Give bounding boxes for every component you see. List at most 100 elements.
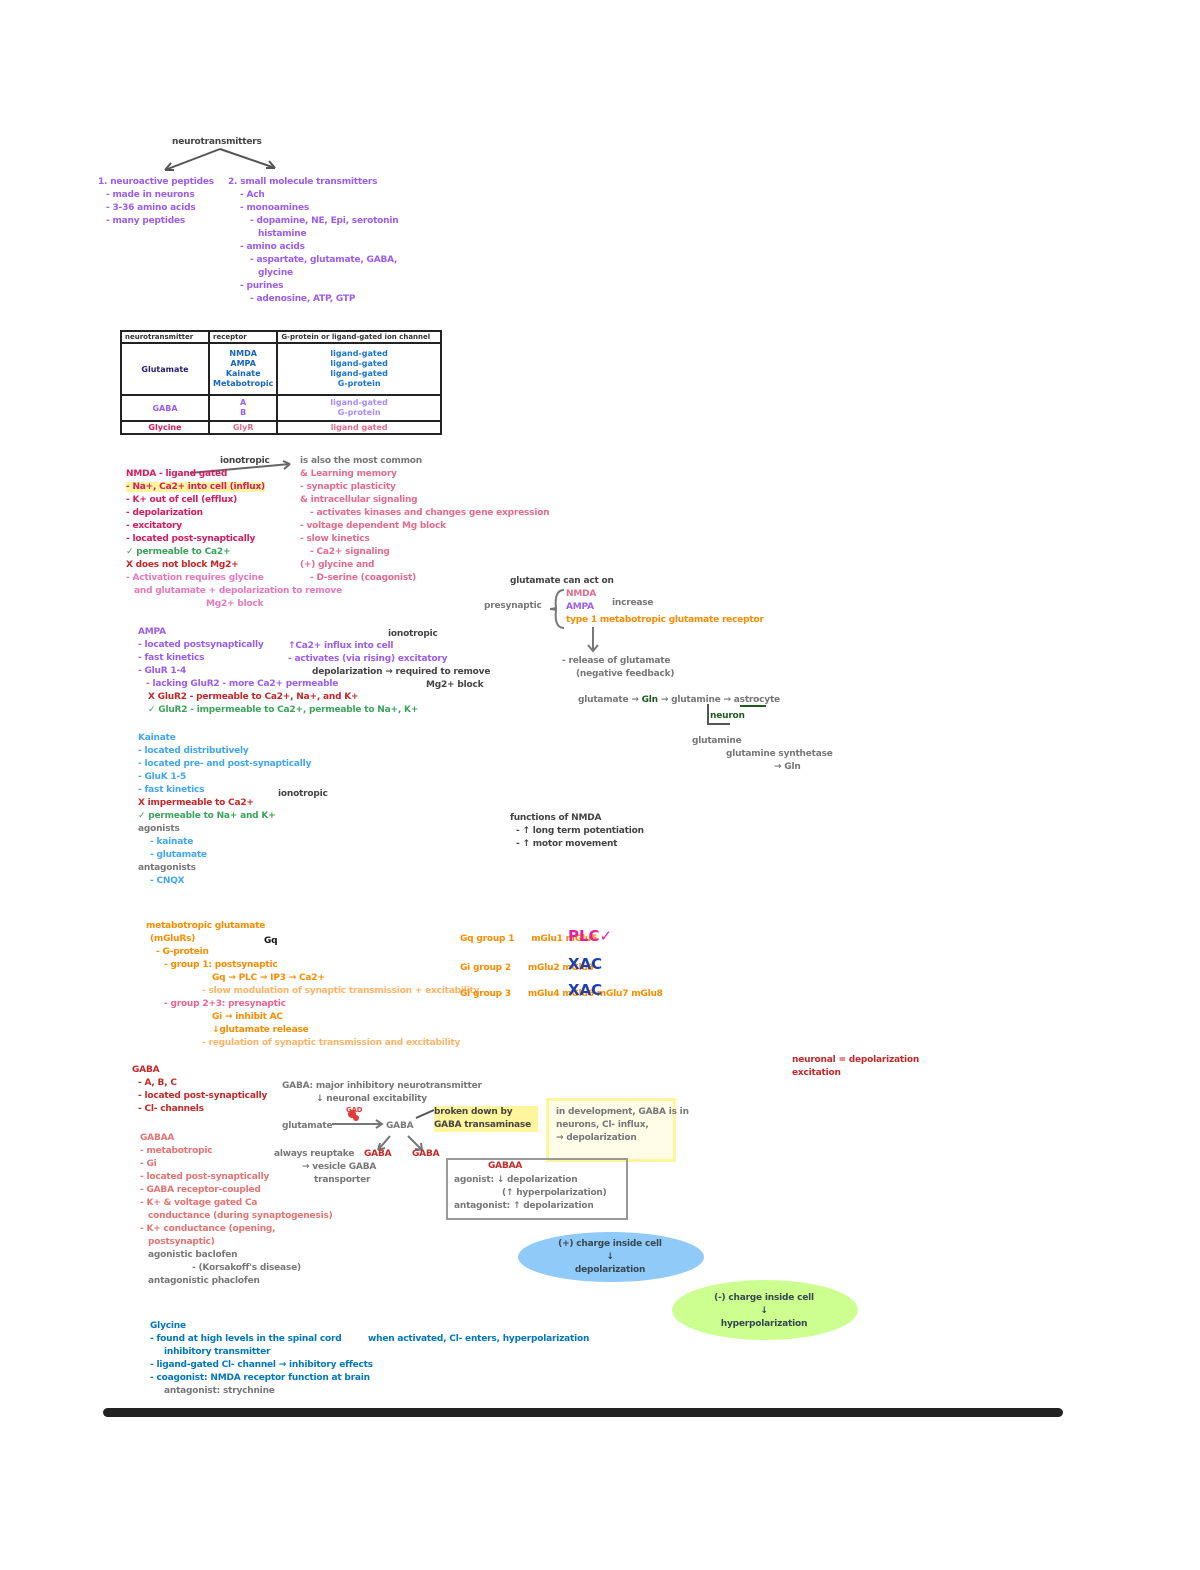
- gaba-line: - Cl- channels: [138, 1104, 204, 1114]
- kainate-line: agonists: [138, 824, 180, 834]
- cycle-arrow: →: [631, 695, 642, 705]
- ampa-line: AMPA: [138, 627, 166, 637]
- glut-act-item: NMDA: [566, 589, 597, 599]
- group-desc: mGlu1 mGlu5: [531, 934, 598, 944]
- nmda-arrow-note: is also the most common: [300, 456, 422, 466]
- kainate-line: - located distributively: [138, 746, 249, 756]
- ampa-right-line: ↑Ca2+ influx into cell: [288, 641, 394, 651]
- function-line: - ↑ motor movement: [516, 839, 618, 849]
- function-line: - ↑ long term potentiation: [516, 826, 644, 836]
- cycle-arrow: →: [723, 695, 734, 705]
- kainate-line: Kainate: [138, 733, 176, 743]
- metabo-line: Gi → inhibit AC: [212, 1012, 283, 1022]
- group-desc: mGlu4 mGlu6 mGlu7 mGlu8: [527, 989, 663, 999]
- nmda-line: - depolarization: [126, 508, 203, 518]
- group-label: Gi group 2: [460, 963, 511, 973]
- glycine-notes: Glycine - found at high levels in the sp…: [150, 1320, 373, 1398]
- metabo-group-3-tag: XAC: [568, 981, 603, 999]
- glut-down-arrow: [587, 627, 599, 653]
- table-cell-nt: Glycine: [120, 420, 210, 435]
- sm-line: - adenosine, ATP, GTP: [250, 294, 356, 304]
- gaba-notes: GABA - A, B, C - located post-synaptical…: [132, 1064, 267, 1116]
- ampa-line: - GluR 1-4: [138, 666, 187, 676]
- ampa-ionotropic-label: ionotropic: [388, 629, 438, 639]
- metabo-line: Gq → PLC → IP3 → Ca2+: [212, 973, 325, 983]
- neuronal-note-line: excitation: [792, 1068, 841, 1078]
- table-cell-receptor: GlyR: [207, 420, 279, 435]
- nmda-line: ✓ permeable to Ca2+: [126, 547, 231, 557]
- peptides-branch: 1. neuroactive peptides - made in neuron…: [98, 176, 214, 228]
- receptor-name: AMPA: [230, 359, 256, 368]
- glut-brace-note: increase: [612, 598, 654, 608]
- gaba-development-notes: in development, GABA is in neurons, Cl- …: [556, 1106, 689, 1145]
- ampa-right-notes: ↑Ca2+ influx into cell - activates (via …: [288, 640, 490, 692]
- nmda-functions: functions of NMDA - ↑ long term potentia…: [510, 812, 644, 851]
- gaba-pathway-gaba: GABA: [386, 1121, 414, 1131]
- glut-act-head: glutamate can act on: [510, 576, 614, 586]
- cycle-gln: Gln: [641, 695, 658, 705]
- nmda-right-line: - voltage dependent Mg block: [300, 521, 446, 531]
- gaba-middle-line: GABA: major inhibitory neurotransmitter: [282, 1081, 482, 1091]
- glycine-line: - found at high levels in the spinal cor…: [150, 1334, 342, 1344]
- gaba-pathway-breakdown: broken down by GABA transaminase: [434, 1106, 538, 1132]
- gaba-dev-line: → depolarization: [556, 1133, 637, 1143]
- ampa-right-line: - activates (via rising) excitatory: [288, 654, 448, 664]
- gaba-a-line: postsynaptic): [148, 1237, 215, 1247]
- kainate-line: - CNQX: [150, 876, 185, 886]
- glycine-line: - ligand-gated Cl- channel → inhibitory …: [150, 1360, 373, 1370]
- kainate-line: X impermeable to Ca2+: [138, 798, 254, 808]
- green-cloud-line: hyperpolarization: [720, 1319, 808, 1329]
- metabo-line: ↓glutamate release: [212, 1025, 309, 1035]
- gaba-reuptake: always reuptake → vesicle GABA transport…: [274, 1148, 376, 1187]
- gaba-pathway-gad: GAD: [346, 1106, 363, 1114]
- ampa-line: - located postsynaptically: [138, 640, 264, 650]
- gaba-pathway-glutamate: glutamate: [282, 1121, 333, 1131]
- gaba-a-line: - metabotropic: [140, 1146, 213, 1156]
- table-cell-type: ligand-gated G-protein: [276, 394, 442, 422]
- gaba-reuptake-line: → vesicle GABA: [302, 1162, 377, 1172]
- cycle-glutamate: glutamate: [578, 695, 629, 705]
- nmda-right-line: - D-serine (coagonist): [310, 573, 417, 583]
- gaba-reuptake-line: transporter: [314, 1175, 371, 1185]
- gaba-a-box: [446, 1158, 628, 1220]
- peptides-line: - 3-36 amino acids: [106, 203, 196, 213]
- metabo-group-2: Gi group 2 mGlu2 mGlu3: [460, 962, 594, 975]
- sm-line: glycine: [258, 268, 293, 278]
- kainate-ionotropic-label: ionotropic: [278, 789, 328, 799]
- glycine-line: antagonist: strychnine: [164, 1386, 275, 1396]
- nmda-line: and glutamate + depolarization to remove: [134, 586, 343, 596]
- table-row: GABA A B ligand-gated G-protein: [120, 394, 442, 422]
- gaba-middle-line: ↓ neuronal excitability: [316, 1094, 427, 1104]
- kainate-line: ✓ permeable to Na+ and K+: [138, 811, 276, 821]
- sm-line: - aspartate, glutamate, GABA,: [250, 255, 398, 265]
- sm-line: histamine: [258, 229, 307, 239]
- receptor-name: Metabotropic: [213, 379, 274, 388]
- kainate-line: - glutamate: [150, 850, 207, 860]
- gaba-line: - A, B, C: [138, 1078, 177, 1088]
- blue-cloud-line: (+) charge inside cell: [558, 1239, 662, 1249]
- kainate-line: antagonists: [138, 863, 196, 873]
- gaba-a-line: conductance (during synaptogenesis): [148, 1211, 333, 1221]
- nmda-line: - located post-synaptically: [126, 534, 256, 544]
- receptor-name: B: [240, 408, 247, 417]
- gaba-head: GABA: [132, 1065, 160, 1075]
- gaba-a-line: antagonistic phaclofen: [148, 1276, 260, 1286]
- peptides-line: - made in neurons: [106, 190, 195, 200]
- group-label: Gq group 1: [460, 934, 515, 944]
- table-cell-nt: GABA: [120, 394, 210, 422]
- sm-line: - dopamine, NE, Epi, serotonin: [250, 216, 399, 226]
- sm-line: - amino acids: [240, 242, 305, 252]
- ampa-right-line: Mg2+ block: [426, 680, 484, 690]
- peptides-head: 1. neuroactive peptides: [98, 177, 214, 187]
- sm-line: - purines: [240, 281, 284, 291]
- glut-act-items: NMDA AMPA type 1 metabotropic glutamate …: [566, 588, 764, 627]
- small-molecule-head: 2. small molecule transmitters: [228, 177, 378, 187]
- metabo-notes: metabotropic glutamate (mGluRs) - G-prot…: [146, 920, 479, 1050]
- metabo-line: - slow modulation of synaptic transmissi…: [202, 986, 480, 996]
- table-cell-nt: Glutamate: [120, 342, 210, 396]
- metabo-line: - group 1: postsynaptic: [164, 960, 278, 970]
- gaba-dev-line: in development, GABA is in: [556, 1107, 689, 1117]
- green-cloud-text: (-) charge inside cell ↓ hyperpolarizati…: [684, 1292, 844, 1331]
- kainate-line: - fast kinetics: [138, 785, 205, 795]
- cycle-astrocyte: astrocyte: [733, 695, 780, 705]
